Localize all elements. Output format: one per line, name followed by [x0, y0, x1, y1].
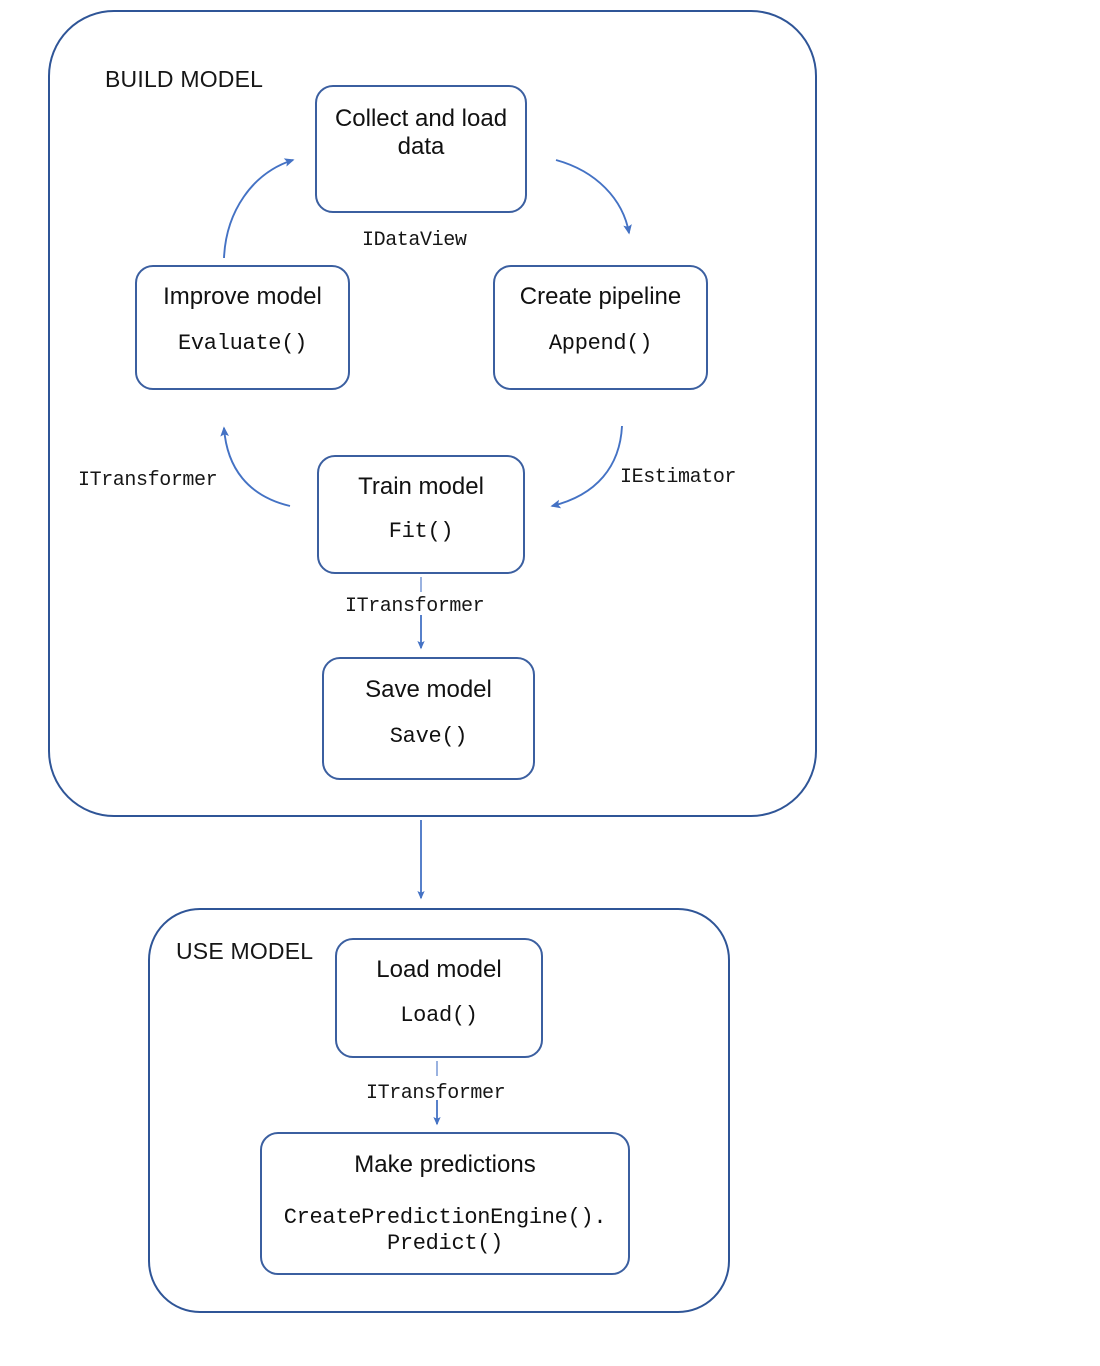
edge-label-idataview: IDataView	[362, 229, 467, 252]
step-save-title: Save model	[365, 676, 492, 703]
step-train-model[interactable]: Train model Fit()	[317, 455, 525, 574]
group-use-model-label: USE MODEL	[176, 938, 314, 964]
step-load-title: Load model	[376, 956, 502, 983]
step-pipeline-title: Create pipeline	[519, 283, 682, 310]
step-train-title: Train model	[358, 473, 484, 500]
step-predict-api: CreatePredictionEngine(). Predict()	[283, 1205, 607, 1257]
edge-label-itransformer-predict: ITransformer	[366, 1082, 506, 1105]
group-build-model	[48, 10, 817, 817]
step-collect-title: Collect and load data	[334, 105, 508, 161]
step-save-api: Save()	[389, 724, 468, 750]
step-pipeline-api: Append()	[548, 331, 653, 357]
edge-label-itransformer-improve: ITransformer	[78, 469, 218, 492]
edge-label-iestimator: IEstimator	[620, 466, 737, 489]
step-predict-title: Make predictions	[354, 1151, 536, 1178]
step-make-predictions[interactable]: Make predictions CreatePredictionEngine(…	[260, 1132, 630, 1275]
step-train-api: Fit()	[388, 519, 454, 545]
step-load-api: Load()	[400, 1003, 478, 1029]
group-use-model	[148, 908, 730, 1313]
edge-label-itransformer-save: ITransformer	[345, 595, 485, 618]
step-improve-title: Improve model	[163, 283, 322, 310]
step-improve-api: Evaluate()	[177, 331, 308, 357]
step-load-model[interactable]: Load model Load()	[335, 938, 543, 1058]
group-build-model-label: BUILD MODEL	[105, 66, 264, 92]
step-improve-model[interactable]: Improve model Evaluate()	[135, 265, 350, 390]
step-save-model[interactable]: Save model Save()	[322, 657, 535, 780]
step-collect-and-load-data[interactable]: Collect and load data	[315, 85, 527, 213]
step-create-pipeline[interactable]: Create pipeline Append()	[493, 265, 708, 390]
